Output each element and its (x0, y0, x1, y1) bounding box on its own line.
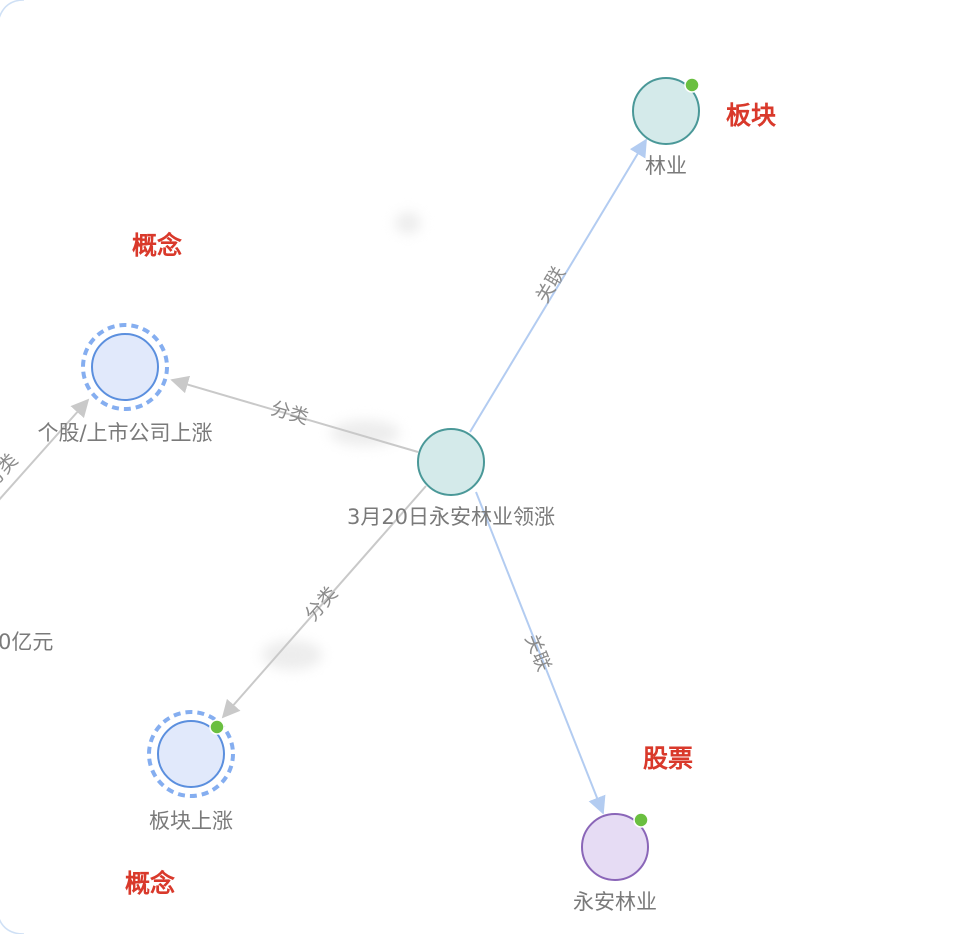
edge-offscreen-concept-stocks[interactable]: 分类 (0, 398, 90, 510)
edge-label: 关联 (520, 631, 555, 674)
node-label: 林业 (645, 154, 687, 178)
node-center[interactable]: 3月20日永安林业领涨 (347, 428, 555, 529)
node-forestry[interactable]: 林业 (632, 77, 700, 178)
category-label-forestry: 板块 (726, 101, 777, 130)
node-concept-stocks[interactable]: 个股/上市公司上涨 (37, 323, 213, 445)
background-smudge (262, 640, 322, 670)
edge-label: 关联 (532, 263, 570, 307)
node-label: 个股/上市公司上涨 (37, 421, 212, 445)
background-smudge (330, 420, 400, 446)
node-label: 板块上涨 (149, 809, 233, 833)
edge-center-forestry[interactable]: 关联 (469, 138, 647, 433)
node-concept-sector[interactable]: 板块上涨 (147, 710, 235, 833)
node-label: 3月20日永安林业领涨 (347, 505, 555, 529)
edge-center-stock[interactable]: 关联 (475, 491, 606, 815)
edge-label: 分类 (268, 397, 311, 429)
category-label-concept-top: 概念 (132, 231, 183, 260)
outer-boundary-arc (0, 0, 25, 934)
category-label-stock: 股票 (643, 744, 694, 773)
node-stock[interactable]: 永安林业 (573, 812, 657, 914)
background-smudge (395, 212, 421, 234)
node-label: 永安林业 (573, 890, 657, 914)
status-dot-icon (209, 719, 225, 735)
status-dot-icon (633, 812, 649, 828)
category-label-concept-bottom: 概念 (125, 869, 176, 898)
status-dot-icon (684, 77, 700, 93)
partial-node-label: 0亿元 (0, 630, 53, 654)
